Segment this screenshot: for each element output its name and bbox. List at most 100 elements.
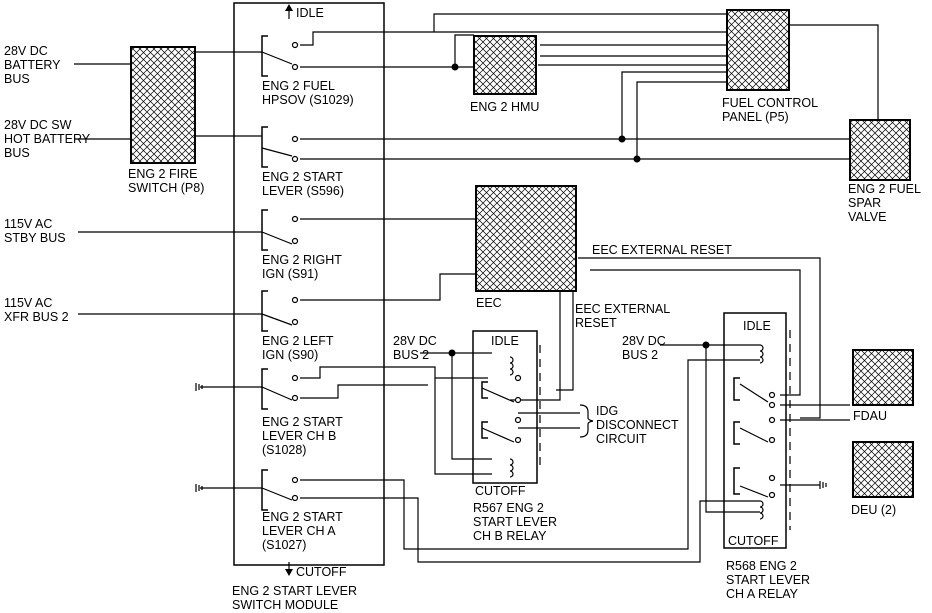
svg-text:BUS: BUS [4, 72, 30, 86]
svg-text:STBY BUS: STBY BUS [4, 231, 66, 245]
svg-text:IGN (S91): IGN (S91) [262, 267, 318, 281]
stby-bus-label: 115V AC STBY BUS [4, 217, 66, 245]
svg-text:ENG 2 START LEVER: ENG 2 START LEVER [232, 584, 357, 598]
svg-text:SPAR: SPAR [848, 196, 881, 210]
svg-text:ENG 2 FUEL: ENG 2 FUEL [848, 182, 921, 196]
eec-reset-mid-label: EEC EXTERNAL RESET [575, 302, 670, 330]
svg-text:LEVER CH B: LEVER CH B [262, 429, 336, 443]
svg-text:28V DC SW: 28V DC SW [4, 118, 72, 132]
fuel-control-panel-box [726, 9, 790, 91]
svg-text:BUS 2: BUS 2 [622, 348, 658, 362]
svg-text:115V AC: 115V AC [4, 217, 52, 231]
fire-switch-box [130, 46, 196, 164]
svg-text:(S1027): (S1027) [262, 538, 306, 552]
s90-label: ENG 2 LEFT IGN (S90) [262, 334, 334, 362]
svg-text:IGN (S90): IGN (S90) [262, 348, 318, 362]
svg-text:ENG 2 START: ENG 2 START [262, 170, 343, 184]
bus2-b-label: 28V DC BUS 2 [393, 334, 437, 362]
switch-module [233, 2, 385, 576]
svg-text:R567 ENG 2: R567 ENG 2 [473, 501, 544, 515]
relay-a-cutoff-label: CUTOFF [728, 534, 779, 548]
s1029-label: ENG 2 FUEL HPSOV (S1029) [262, 79, 354, 107]
svg-text:LEVER CH A: LEVER CH A [262, 524, 336, 538]
module-idle-label: IDLE [296, 6, 324, 20]
svg-text:ENG 2 RIGHT: ENG 2 RIGHT [262, 253, 342, 267]
svg-text:28V DC: 28V DC [622, 334, 666, 348]
bus2-a-label: 28V DC BUS 2 [622, 334, 666, 362]
junction-dots [448, 63, 710, 357]
svg-text:XFR BUS 2: XFR BUS 2 [4, 310, 69, 324]
switch-s1028 [261, 368, 299, 410]
relay-r567 [472, 330, 541, 484]
svg-text:BUS: BUS [4, 146, 30, 160]
s91-label: ENG 2 RIGHT IGN (S91) [262, 253, 342, 281]
idg-label: IDG DISCONNECT CIRCUIT [596, 404, 679, 446]
svg-text:HOT BATTERY: HOT BATTERY [4, 132, 91, 146]
module-cutoff-label: CUTOFF [296, 565, 347, 579]
hmu-box [473, 35, 537, 95]
relay-a-name-label: R568 ENG 2 START LEVER CH A RELAY [726, 559, 810, 601]
fdau-box [852, 349, 914, 406]
relay-r568 [723, 312, 791, 549]
svg-text:START LEVER: START LEVER [726, 573, 810, 587]
relay-b-name-label: R567 ENG 2 START LEVER CH B RELAY [473, 501, 557, 543]
switch-s1027 [261, 469, 299, 511]
svg-text:CH A RELAY: CH A RELAY [726, 587, 799, 601]
svg-text:CIRCUIT: CIRCUIT [596, 432, 647, 446]
svg-text:SWITCH MODULE: SWITCH MODULE [232, 598, 338, 612]
svg-text:START LEVER: START LEVER [473, 515, 557, 529]
relay-a-idle-label: IDLE [743, 319, 771, 333]
svg-text:IDG: IDG [596, 404, 618, 418]
svg-text:BATTERY: BATTERY [4, 58, 61, 72]
svg-text:SWITCH (P8): SWITCH (P8) [128, 181, 204, 195]
eec-box [475, 185, 577, 292]
switch-s1029 [261, 35, 299, 77]
svg-text:PANEL (P5): PANEL (P5) [722, 110, 789, 124]
svg-text:FUEL CONTROL: FUEL CONTROL [722, 96, 818, 110]
module-name-label: ENG 2 START LEVER SWITCH MODULE [232, 584, 357, 612]
idg-brace [579, 404, 594, 438]
hmu-label: ENG 2 HMU [470, 100, 539, 114]
spar-valve-box [849, 119, 911, 181]
deu-label: DEU (2) [851, 503, 896, 517]
wires [74, 13, 879, 563]
xfr-bus-label: 115V AC XFR BUS 2 [4, 296, 69, 324]
svg-text:ENG 2 LEFT: ENG 2 LEFT [262, 334, 334, 348]
eec-reset-top-label: EEC EXTERNAL RESET [592, 243, 732, 257]
relay-b-cutoff-label: CUTOFF [475, 484, 526, 498]
deu-box [852, 441, 914, 498]
fire-switch-label: ENG 2 FIRE SWITCH (P8) [128, 167, 204, 195]
relay-b-idle-label: IDLE [491, 334, 519, 348]
svg-text:28V DC: 28V DC [4, 44, 48, 58]
fuel-control-panel-label: FUEL CONTROL PANEL (P5) [722, 96, 818, 124]
s1028-label: ENG 2 START LEVER CH B (S1028) [262, 415, 343, 457]
svg-text:ENG 2 FIRE: ENG 2 FIRE [128, 167, 197, 181]
svg-text:BUS 2: BUS 2 [393, 348, 429, 362]
s596-label: ENG 2 START LEVER (S596) [262, 170, 344, 198]
s1027-label: ENG 2 START LEVER CH A (S1027) [262, 510, 343, 552]
svg-text:ENG 2 START: ENG 2 START [262, 415, 343, 429]
svg-text:EEC EXTERNAL: EEC EXTERNAL [575, 302, 670, 316]
svg-text:ENG 2 START: ENG 2 START [262, 510, 343, 524]
svg-text:RESET: RESET [575, 316, 617, 330]
fdau-label: FDAU [853, 409, 887, 423]
svg-text:115V AC: 115V AC [4, 296, 52, 310]
eec-label: EEC [476, 296, 502, 310]
switch-s90 [261, 290, 299, 332]
svg-text:VALVE: VALVE [848, 210, 886, 224]
svg-text:LEVER (S596): LEVER (S596) [262, 184, 344, 198]
battery-bus-label: 28V DC BATTERY BUS [4, 44, 61, 86]
spar-valve-label: ENG 2 FUEL SPAR VALVE [848, 182, 921, 224]
svg-text:(S1028): (S1028) [262, 443, 306, 457]
svg-text:DISCONNECT: DISCONNECT [596, 418, 679, 432]
switch-s596 [261, 126, 299, 168]
svg-text:28V DC: 28V DC [393, 334, 437, 348]
svg-text:HPSOV (S1029): HPSOV (S1029) [262, 93, 354, 107]
hot-battery-bus-label: 28V DC SW HOT BATTERY BUS [4, 118, 91, 160]
svg-text:ENG 2 FUEL: ENG 2 FUEL [262, 79, 335, 93]
ground-symbols [195, 383, 827, 492]
svg-text:CH B RELAY: CH B RELAY [473, 529, 547, 543]
switch-s91 [261, 209, 299, 251]
svg-text:R568 ENG 2: R568 ENG 2 [726, 559, 797, 573]
